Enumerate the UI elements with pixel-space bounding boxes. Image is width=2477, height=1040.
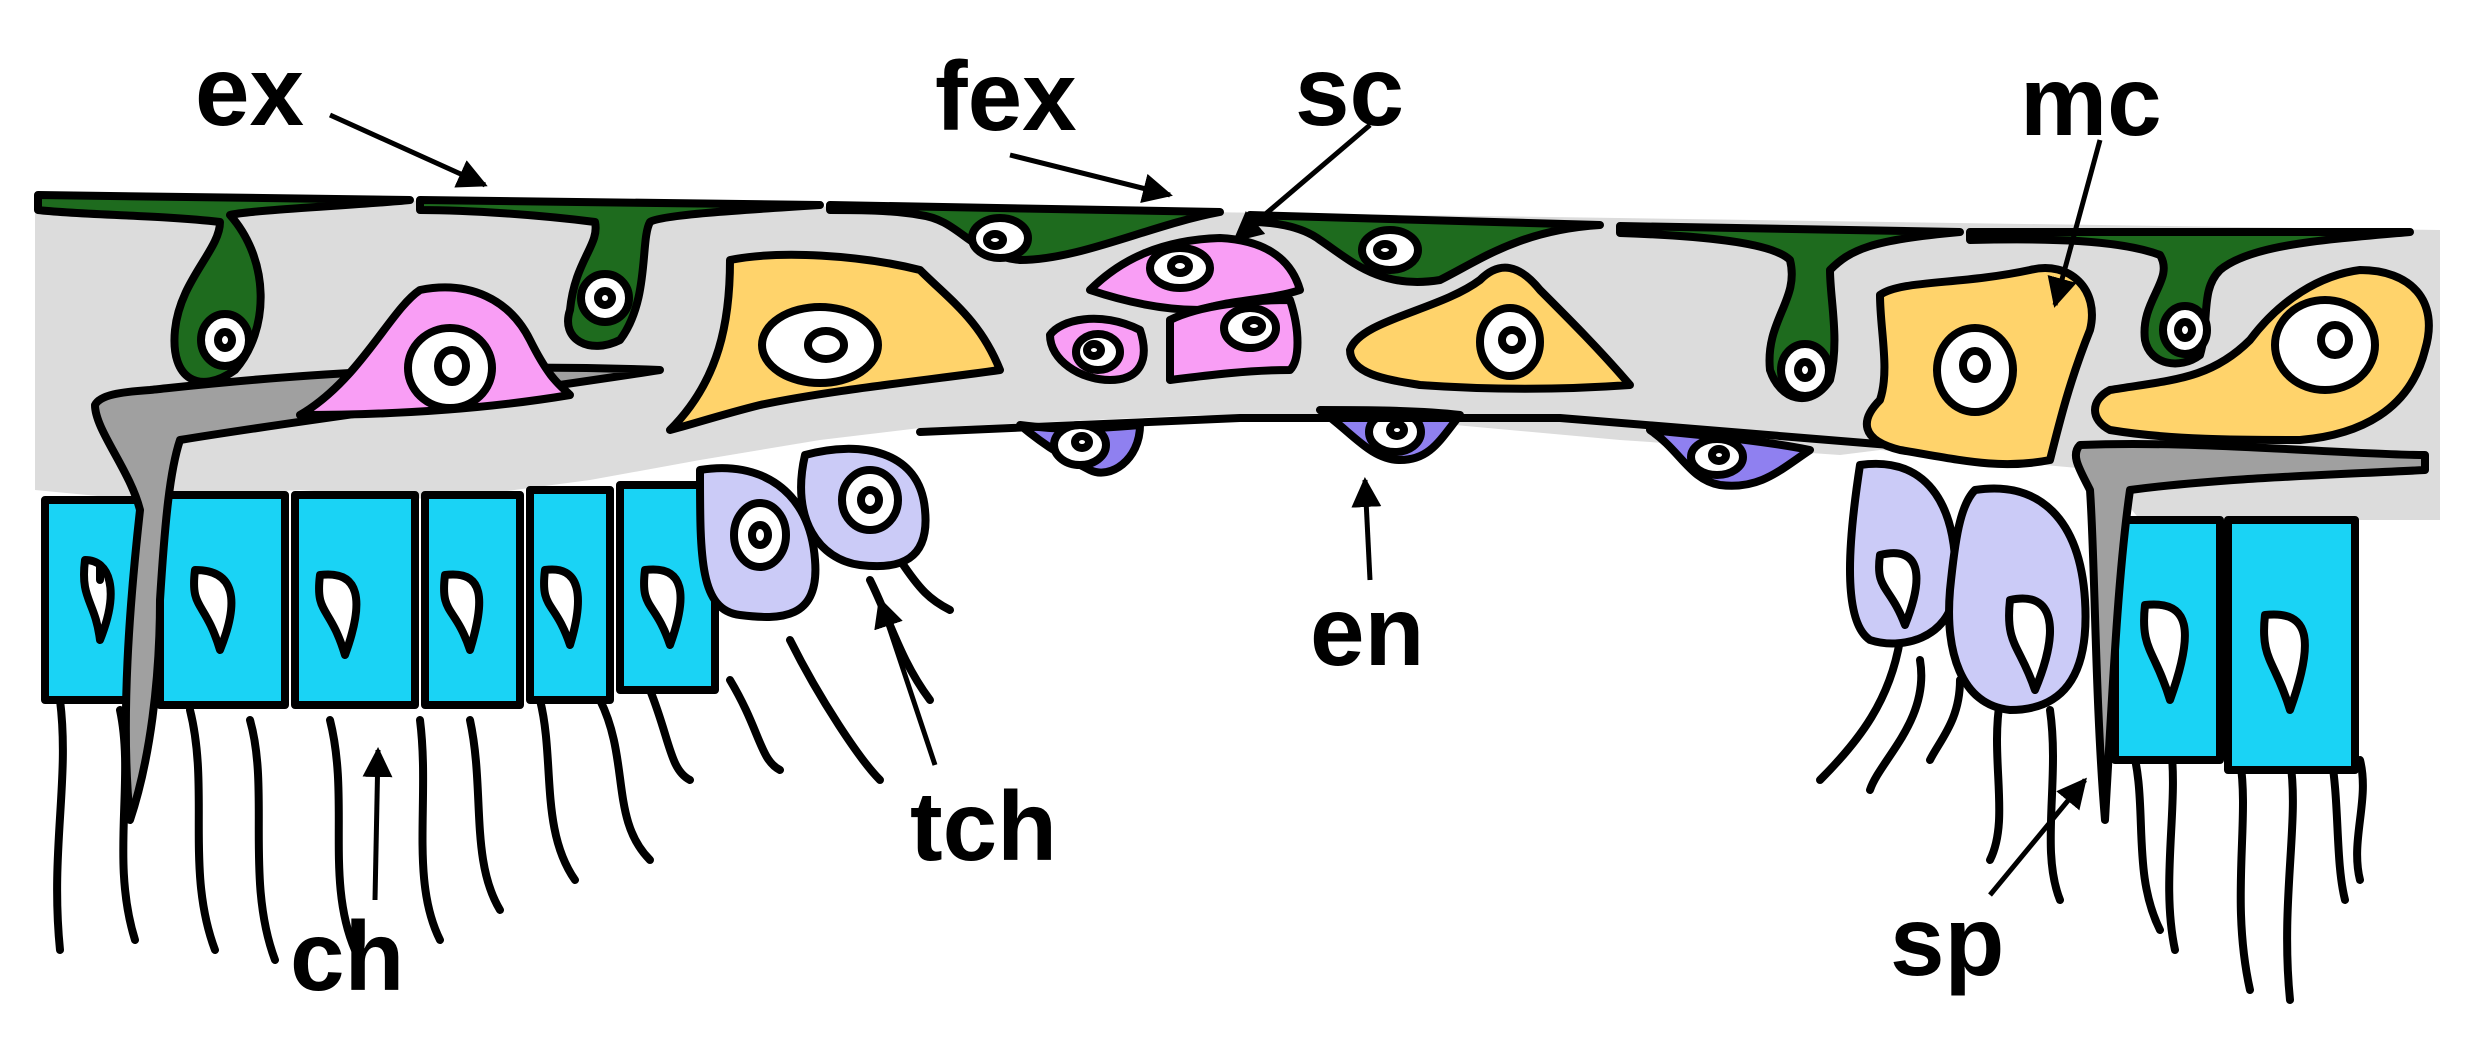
exopinacocyte-nuclei <box>197 214 2211 400</box>
label-tch: tch <box>910 771 1057 881</box>
choanocyte-nuclei-left <box>80 556 685 659</box>
arrow-sc <box>1232 123 1372 242</box>
arrow-ch <box>362 747 393 901</box>
labels: ex fex sc mc en tch ch sp <box>195 36 2162 1011</box>
thecate-nuclei <box>730 466 2054 694</box>
arrow-mc <box>2047 139 2103 308</box>
label-sc: sc <box>1295 36 1404 146</box>
arrow-ex <box>328 112 488 188</box>
label-fex: fex <box>935 41 1077 151</box>
arrow-fex <box>1009 152 1173 204</box>
arrow-sp <box>1988 777 2087 897</box>
choanocyte-cilia-left <box>53 556 954 964</box>
label-en: en <box>1310 576 1424 686</box>
label-ch: ch <box>290 901 404 1011</box>
mesenchymal-nuclei <box>758 296 2379 416</box>
leader-arrows <box>328 112 2103 901</box>
label-sp: sp <box>1890 886 2004 996</box>
label-mc: mc <box>2020 46 2162 156</box>
choanocyte-nuclei-right <box>2140 600 2309 714</box>
arrow-en <box>1351 477 1382 581</box>
spicules <box>91 363 2429 824</box>
arrow-tch <box>874 597 938 766</box>
endopinacoderm-line <box>916 414 1894 449</box>
label-ex: ex <box>195 36 304 146</box>
archaeocyte-nuclei <box>404 244 1280 412</box>
